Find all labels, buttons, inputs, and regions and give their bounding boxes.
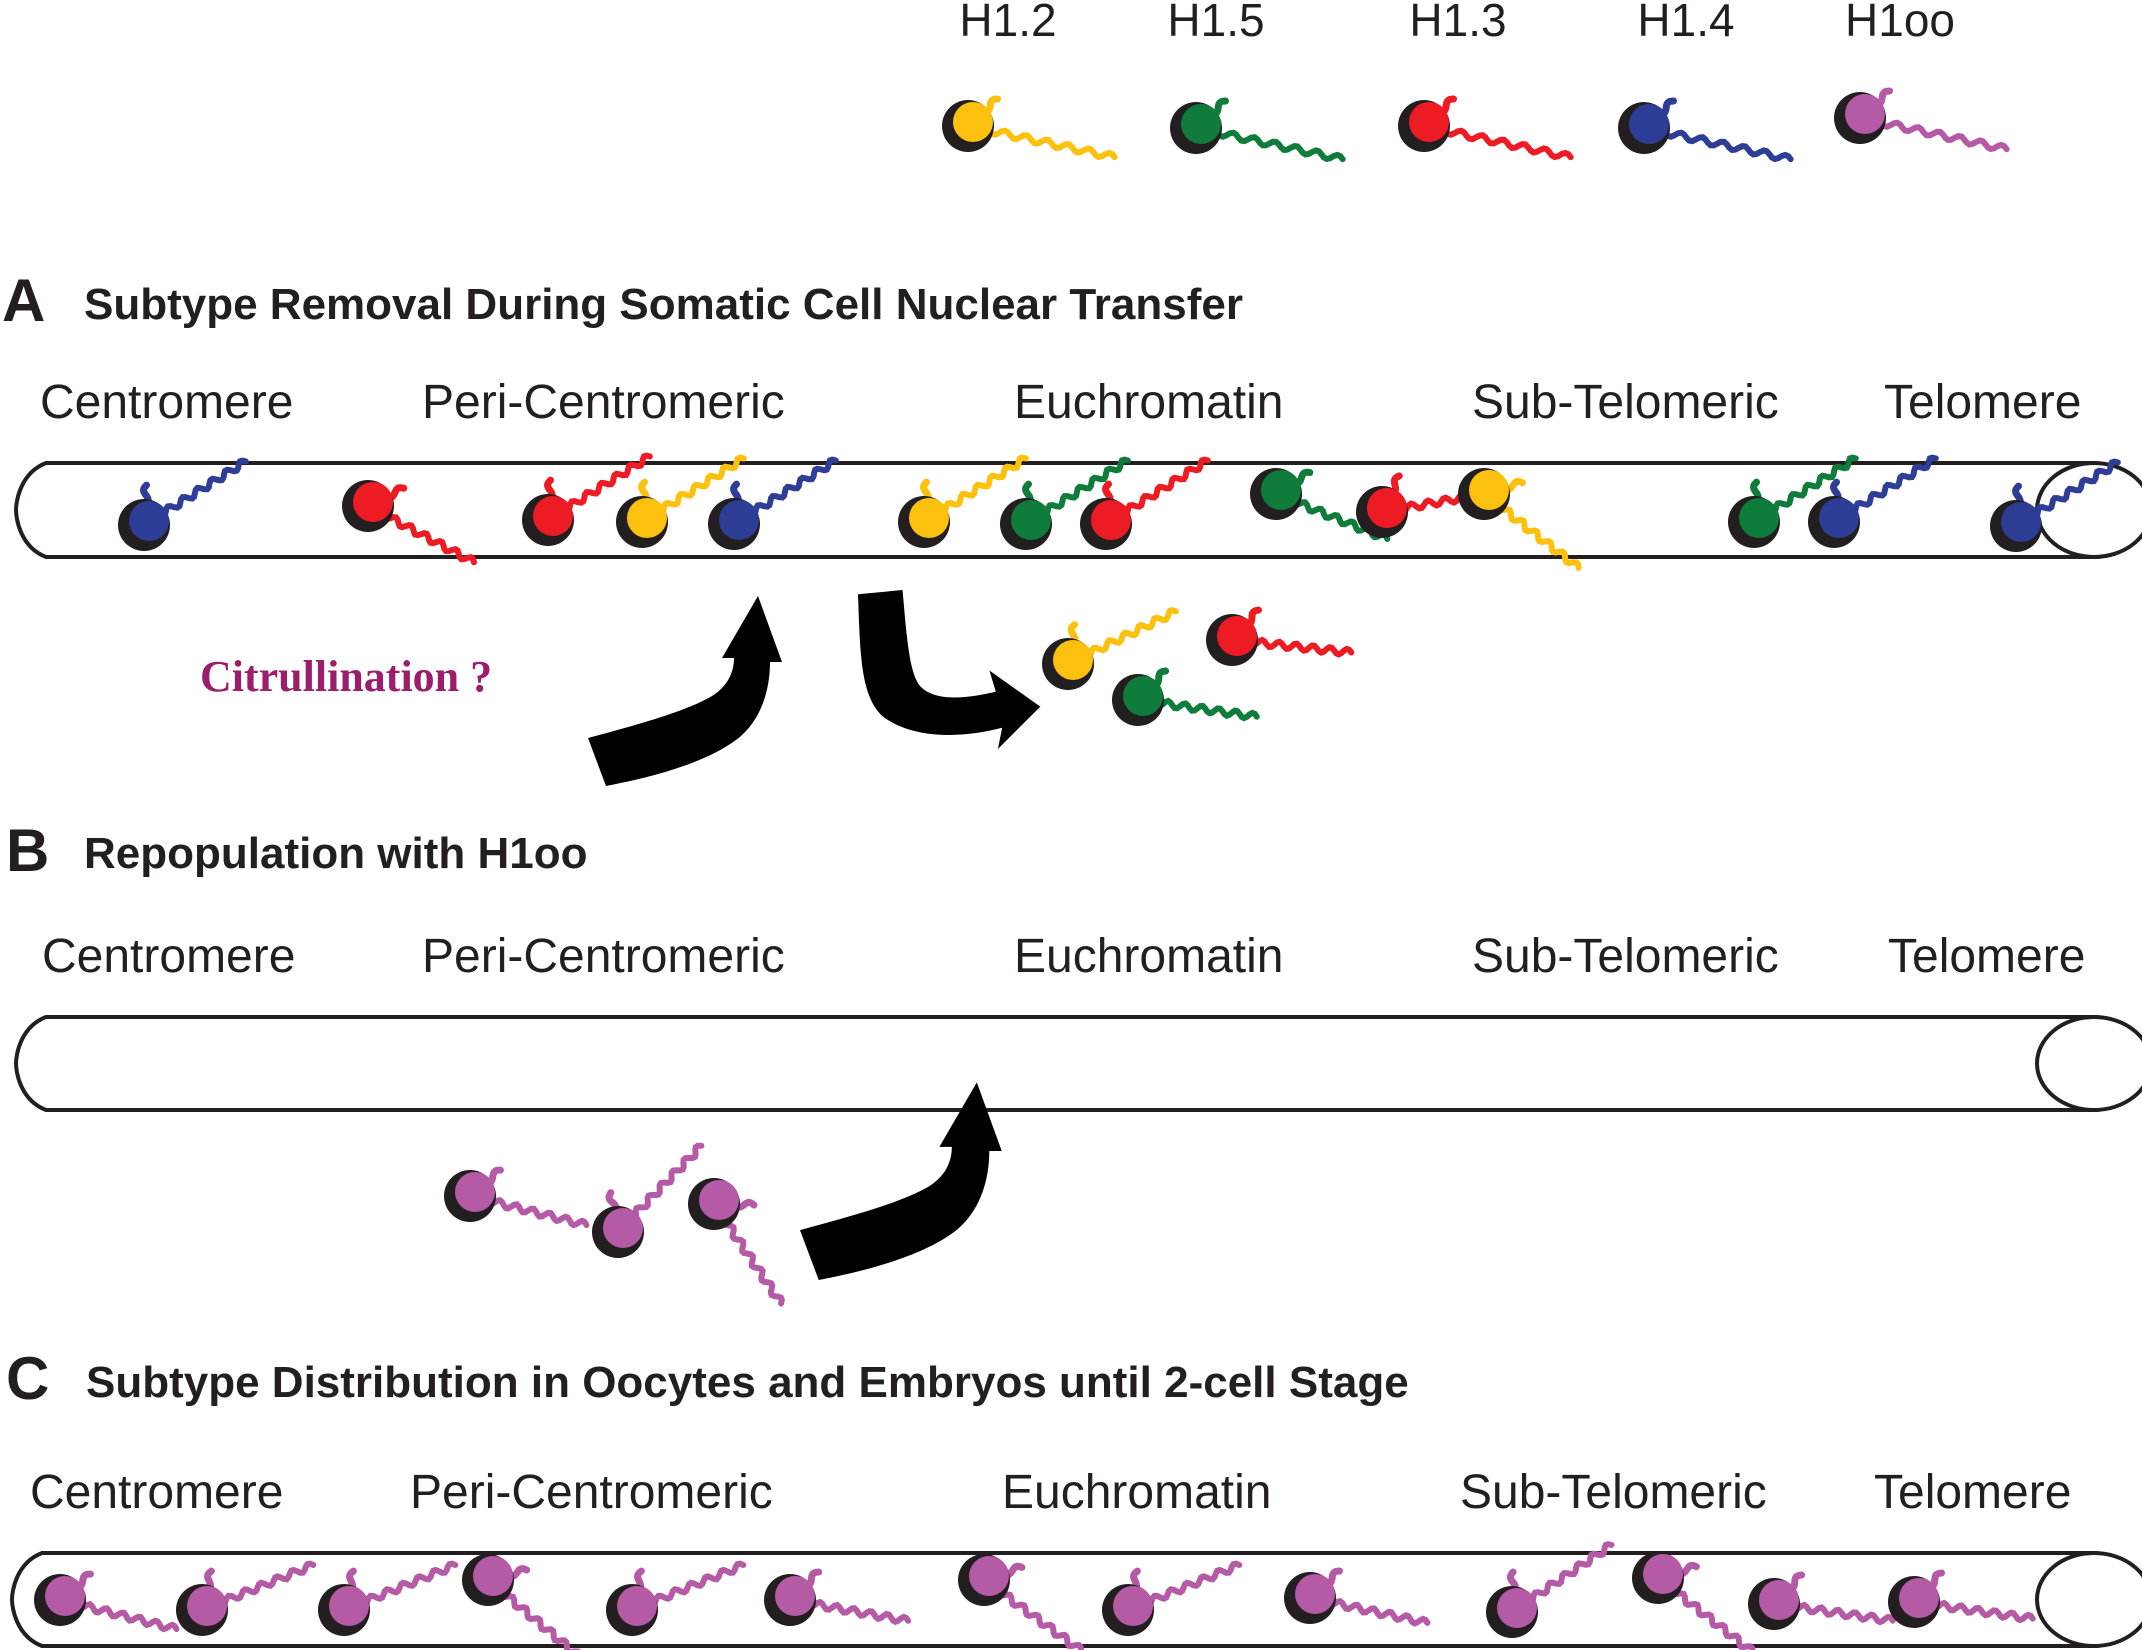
panel-c-title: Subtype Distribution in Oocytes and Embr… [86, 1358, 1409, 1407]
panel-a-h1-4-histone [708, 456, 839, 550]
panel-c-region-telomere: Telomere [1874, 1466, 2071, 1519]
panel-a-arrow-in-icon [588, 596, 782, 786]
panel-a-h1-5-histone [1000, 456, 1131, 550]
panel-c-h1oo-histone [462, 1554, 581, 1650]
legend-h1-4-icon [1618, 97, 1794, 163]
panel-b-chromatin-fiber [13, 1015, 2142, 1112]
legend-h1oo-icon [1834, 87, 2010, 153]
legend-histone-icons [942, 87, 2010, 163]
panel-b-fiber-telomere-end [2035, 1015, 2142, 1112]
panel-a-h1-5-histone [1728, 454, 1859, 548]
panel-c-h1oo-histone [318, 1560, 459, 1636]
panel-a-released-h1-2-histone [1042, 607, 1179, 690]
panel-a-h1-2-histone [616, 454, 747, 548]
panel-b-histones [444, 1142, 785, 1307]
panel-c-h1oo-histone [1888, 1569, 2036, 1628]
panel-b-region-centromere: Centromere [42, 930, 295, 983]
panel-c-h1oo-histone [958, 1554, 1085, 1650]
panel-c-letter: C [6, 1345, 49, 1412]
panel-a-region-subtelomeric: Sub-Telomeric [1472, 376, 1779, 429]
panel-a-h1-3-histone [342, 480, 477, 566]
legend-h1-3-icon [1398, 95, 1574, 161]
legend-label-h1-2: H1.2 [959, 0, 1056, 46]
panel-a-h1-2-histone [1458, 468, 1582, 571]
panel-a-region-euchromatin: Euchromatin [1014, 376, 1283, 429]
panel-b-h1oo-histone [444, 1166, 590, 1229]
panel-a-arrow-out [858, 590, 1041, 749]
panel-b-region-telomere: Telomere [1888, 930, 2085, 983]
panel-a-h1-3-histone [522, 452, 653, 546]
panel-a-region-centromere: Centromere [40, 376, 293, 429]
citrullination-label: Citrullination ? [200, 652, 492, 701]
legend-h1-5-icon [1170, 97, 1346, 163]
panel-a-h1-3-histone [1080, 456, 1211, 550]
panel-a-letter: A [2, 267, 45, 334]
panel-c-h1oo-histone [1284, 1567, 1431, 1627]
panel-b-letter: B [6, 817, 49, 884]
panel-b-fiber-tube [13, 1015, 2142, 1112]
panel-c-region-centromere: Centromere [30, 1466, 283, 1519]
panel-b-region-pericentromeric: Peri-Centromeric [422, 930, 785, 983]
panel-b-h1oo-histone [688, 1178, 785, 1307]
panel-a-histones [118, 452, 2121, 726]
panel-a-region-pericentromeric: Peri-Centromeric [422, 376, 785, 429]
panel-c-h1oo-histone [606, 1560, 747, 1636]
panel-c-h1oo-histone [1102, 1560, 1243, 1636]
panel-b-title: Repopulation with H1oo [84, 829, 588, 878]
panel-b-arrow-in [800, 1082, 1002, 1280]
panel-c-h1oo-histone [764, 1568, 912, 1626]
panel-c-region-pericentromeric: Peri-Centromeric [410, 1466, 773, 1519]
panel-c-region-subtelomeric: Sub-Telomeric [1460, 1466, 1767, 1519]
panel-c-h1oo-histone [1486, 1541, 1615, 1638]
panel-a-h1-2-histone [898, 454, 1029, 548]
panel-a-fiber-telomere-end [2035, 461, 2142, 559]
panel-b-arrow-in-icon [800, 1082, 1002, 1280]
panel-a-h1-4-histone [118, 457, 249, 551]
panel-a-h1-4-histone [1990, 458, 2121, 552]
panel-c-h1oo-histone [34, 1570, 180, 1633]
panel-c-h1oo-histone [1632, 1552, 1756, 1650]
legend-label-h1-3: H1.3 [1409, 0, 1506, 46]
panel-a-h1-5-histone [1250, 468, 1391, 542]
panel-c-h1oo-histone [176, 1560, 317, 1636]
panel-b-region-euchromatin: Euchromatin [1014, 930, 1283, 983]
panel-a-arrow-out-icon [858, 590, 1041, 749]
panel-c-region-euchromatin: Euchromatin [1002, 1466, 1271, 1519]
panel-a-region-telomere: Telomere [1884, 376, 2081, 429]
legend-label-h1oo: H1oo [1845, 0, 1955, 46]
panel-a-arrow-in [588, 596, 782, 786]
panel-b-region-subtelomeric: Sub-Telomeric [1472, 930, 1779, 983]
panel-a-title: Subtype Removal During Somatic Cell Nucl… [84, 280, 1243, 329]
panel-c-fiber-telomere-end [2035, 1551, 2142, 1648]
panel-a-released-h1-3-histone [1206, 606, 1355, 666]
legend-label-h1-4: H1.4 [1637, 0, 1734, 46]
panel-a-h1-3-histone [1356, 472, 1504, 538]
panel-c-histones [34, 1541, 2036, 1650]
legend-h1-2-icon [942, 95, 1118, 161]
panel-a-released-h1-5-histone [1112, 667, 1260, 726]
panel-b-h1oo-histone [592, 1142, 705, 1258]
legend-label-h1-5: H1.5 [1167, 0, 1264, 46]
panel-c-h1oo-histone [1748, 1571, 1896, 1630]
panel-a-h1-4-histone [1808, 454, 1939, 548]
